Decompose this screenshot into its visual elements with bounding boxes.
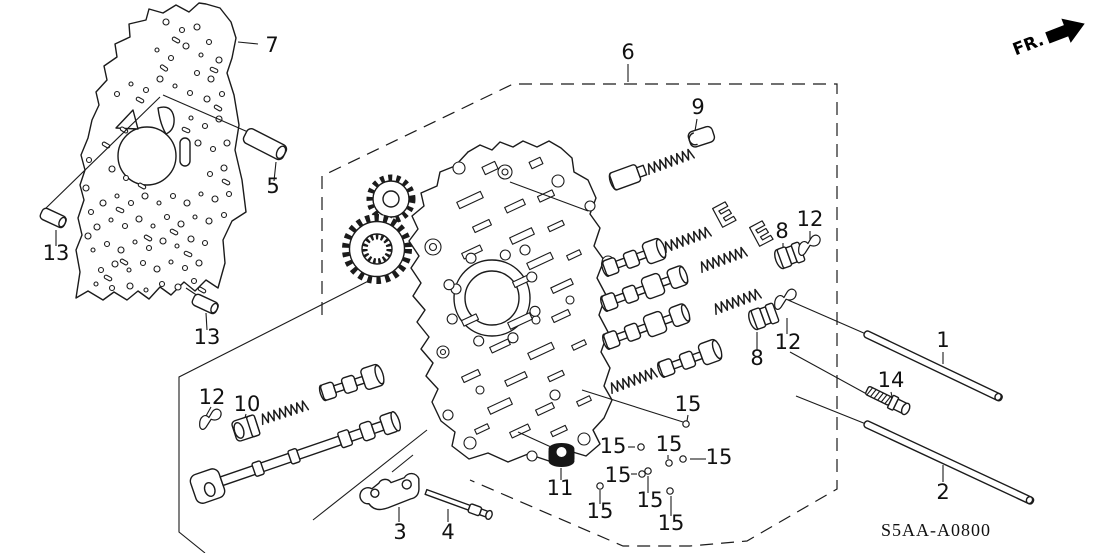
clip-12-left (197, 407, 224, 431)
dowel-pin-13-bottom (191, 293, 219, 315)
callout-12-top: 12 (797, 207, 824, 231)
plate-holes (82, 18, 233, 294)
pipe-1 (863, 330, 1003, 402)
callout-5: 5 (266, 174, 279, 198)
cap-10 (230, 413, 262, 443)
callout-3: 3 (393, 520, 406, 544)
dowel-pin-13-top (39, 207, 67, 229)
detent-arm-3 (359, 472, 420, 511)
check-ball (679, 455, 687, 463)
valve-lane-3 (597, 245, 748, 316)
callout-9: 9 (691, 95, 704, 119)
leader-lines (43, 41, 944, 522)
lower-left-assembly (189, 362, 493, 520)
check-ball (638, 470, 646, 478)
callout-11: 11 (547, 476, 574, 500)
callout-7: 7 (265, 33, 278, 57)
plate-main-bore (117, 126, 177, 186)
callout-2: 2 (936, 480, 949, 504)
check-ball (666, 487, 674, 495)
callout-15-g: 15 (587, 499, 614, 523)
callout-1: 1 (936, 328, 949, 352)
check-ball (596, 482, 604, 490)
cap-8-mid (745, 302, 780, 332)
callout-4: 4 (441, 520, 454, 544)
plate-cutout-wing (157, 106, 175, 135)
fr-label: FR. (1010, 30, 1047, 60)
callout-13-bottom: 13 (194, 325, 221, 349)
callout-15-e: 15 (605, 463, 632, 487)
callout-10: 10 (234, 392, 261, 416)
gear-pair (342, 174, 416, 284)
strainer-11 (548, 443, 575, 467)
manual-valve-rod (189, 411, 402, 504)
group-6-boundary (321, 83, 838, 547)
callout-8-mid: 8 (750, 346, 763, 370)
subassembly-bracket (178, 264, 401, 553)
callout-12-left: 12 (199, 385, 226, 409)
clip-12-top (796, 233, 823, 257)
dowel-pin-5 (242, 128, 288, 161)
callout-8-top: 8 (775, 219, 788, 243)
fr-direction-arrow: FR. (1010, 18, 1085, 60)
callout-15-a: 15 (675, 392, 702, 416)
large-gear (342, 214, 412, 284)
check-ball (644, 467, 652, 475)
main-valve-body (408, 140, 615, 463)
pipe-2 (863, 420, 1035, 505)
fr-arrowhead (1045, 18, 1085, 44)
callout-15-d: 15 (706, 445, 733, 469)
callout-13-top: 13 (43, 241, 70, 265)
check-ball (682, 420, 690, 428)
cap-9 (686, 124, 717, 149)
check-ball (637, 443, 645, 451)
callout-14: 14 (878, 368, 905, 392)
check-ball (665, 459, 673, 467)
separator-plate (75, 2, 469, 301)
spring-seat-clip (711, 199, 738, 229)
drawing-code: S5AA-A0800 (881, 520, 991, 540)
callout-15-f: 15 (637, 488, 664, 512)
callout-12-mid: 12 (775, 330, 802, 354)
spring-seat-clip (748, 218, 775, 248)
callouts: 7 5 13 13 6 9 12 8 8 12 12 10 11 3 4 1 1… (43, 33, 950, 544)
valve-lane-top (608, 124, 717, 191)
shaft-4 (424, 488, 493, 520)
body-details (424, 156, 615, 462)
bolt-14 (865, 385, 911, 416)
callout-15-b: 15 (600, 434, 627, 458)
callout-6: 6 (621, 40, 634, 64)
callout-15-h: 15 (658, 511, 685, 535)
callout-15-c: 15 (656, 432, 683, 456)
plate-cutout-slot (179, 137, 191, 167)
valve-lane-5 (607, 337, 725, 395)
body-main-bore-inner (464, 270, 520, 326)
clip-12-mid (772, 287, 799, 311)
